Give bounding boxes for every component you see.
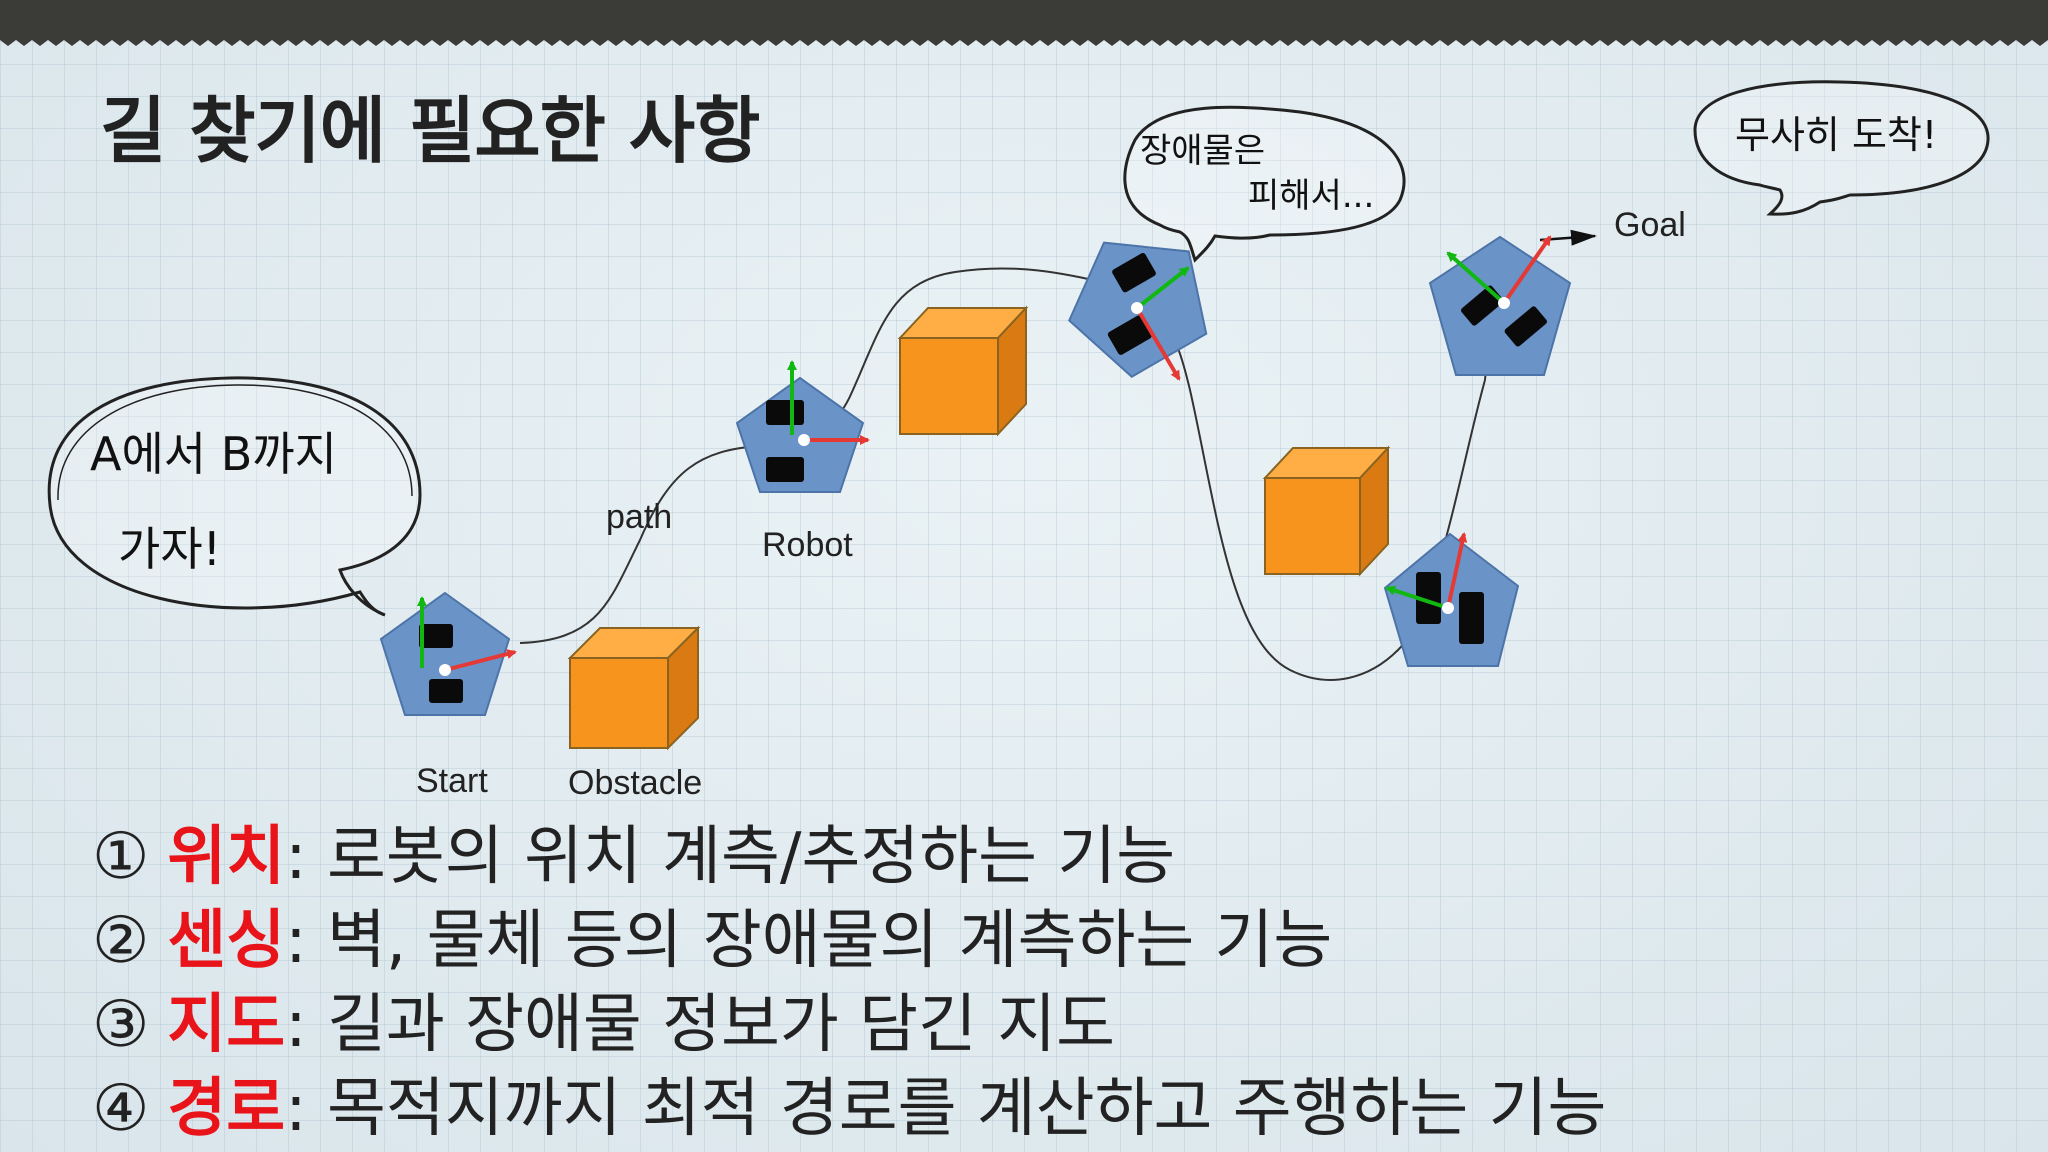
item-description: : 길과 장애물 정보가 담긴 지도: [285, 988, 1115, 1062]
start-label: Start: [416, 762, 488, 800]
item-keyword: 센싱: [167, 904, 286, 978]
item-description: : 목적지까지 최적 경로를 계산하고 주행하는 기능: [285, 1072, 1607, 1146]
robot-goal: [1428, 235, 1572, 376]
bubble-middle-line2: 피해서...: [1248, 176, 1374, 216]
item-keyword: 위치: [167, 820, 286, 894]
bubble-left-line1: A에서 B까지: [90, 427, 337, 481]
robot-middle-2: [1068, 241, 1208, 381]
item-keyword: 지도: [167, 988, 286, 1062]
robot-middle-1: [735, 360, 870, 493]
speech-bubble-left: A에서 B까지 가자!: [47, 376, 422, 617]
item-number: ③: [92, 988, 150, 1062]
speech-bubble-right: 무사히 도착!: [1693, 80, 1990, 216]
bubble-right-text: 무사히 도착!: [1735, 113, 1937, 157]
path-label: path: [606, 498, 672, 536]
page-title: 길 찾기에 필요한 사항: [100, 89, 760, 173]
top-bar: [0, 0, 2048, 40]
robot-start: [379, 591, 517, 716]
obstacle-box-1: [567, 625, 701, 751]
item-description: : 벽, 물체 등의 장애물의 계측하는 기능: [285, 904, 1333, 978]
item-keyword: 경로: [167, 1072, 286, 1146]
bubble-middle-line1: 장애물은: [1140, 131, 1265, 171]
goal-label: Goal: [1614, 206, 1686, 244]
robot-middle-3: [1383, 532, 1520, 667]
top-bar-zigzag-edge: [0, 34, 2048, 46]
bubble-left-line2: 가자!: [118, 522, 221, 576]
item-description: : 로봇의 위치 계측/추정하는 기능: [285, 820, 1176, 894]
robot-label: Robot: [762, 526, 853, 564]
item-number: ④: [92, 1072, 150, 1146]
obstacle-box-3: [1262, 445, 1391, 577]
item-number: ①: [92, 820, 150, 894]
obstacle-label: Obstacle: [568, 764, 702, 802]
speech-bubble-middle: 장애물은 피해서...: [1123, 105, 1406, 263]
item-number: ②: [92, 904, 150, 978]
obstacle-box-2: [897, 305, 1029, 437]
